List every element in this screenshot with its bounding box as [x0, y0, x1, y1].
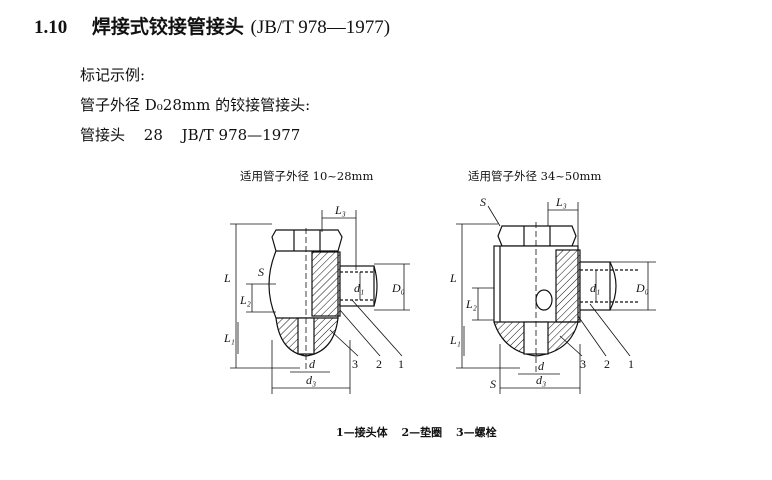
label-L1: L₁	[449, 333, 461, 347]
label-d: d	[309, 357, 316, 371]
section-number: 1.10	[34, 17, 68, 38]
legend-item-3: 3—螺栓	[456, 426, 497, 439]
label-D0: D₀	[391, 281, 405, 295]
section-title: 焊接式铰接管接头	[91, 16, 244, 38]
label-d1: d₁	[590, 281, 600, 295]
label-L1: L₁	[223, 331, 235, 345]
section-heading: 1.10 焊接式铰接管接头 (JB/T 978—1977)	[34, 12, 390, 39]
label-d1: d₁	[354, 281, 364, 295]
right-figure-caption: 适用管子外径 34~50mm	[468, 169, 602, 183]
section-standard: (JB/T 978—1977)	[250, 17, 391, 38]
example-mark: 管接头 28 JB/T 978—1977	[80, 124, 300, 145]
label-n1: 1	[628, 357, 634, 371]
label-L2: L₂	[465, 297, 477, 311]
label-n1: 1	[398, 357, 404, 371]
label-L3: L₃	[555, 195, 567, 209]
right-figure-labels: L L₂ L₁ L₃ S S d₁ D₀ d d₃ 3 2 1	[449, 195, 649, 391]
label-d: d	[538, 359, 545, 373]
label-d3: d₃	[306, 373, 316, 387]
label-S: S	[258, 265, 264, 279]
left-fitting-drawing	[230, 210, 410, 394]
example-description: 管子外径 D₀28mm 的铰接管接头:	[80, 96, 311, 114]
legend-item-1: 1—接头体	[336, 426, 388, 439]
example-label: 标记示例:	[80, 66, 146, 84]
legend-item-2: 2—垫圈	[401, 426, 443, 439]
label-D0: D₀	[635, 281, 649, 295]
mark-size: 28	[143, 126, 163, 144]
label-L2: L₂	[239, 293, 251, 307]
label-d3: d₃	[536, 373, 546, 387]
label-L: L	[449, 271, 457, 285]
label-n3: 3	[580, 357, 586, 371]
left-figure-labels: L L₂ L₁ L₃ S d₁ D₀ d d₃ 3 2 1	[223, 203, 405, 387]
left-figure-caption: 适用管子外径 10~28mm	[240, 169, 374, 183]
label-n3: 3	[352, 357, 358, 371]
mark-name: 管接头	[80, 126, 126, 144]
right-fitting-drawing	[456, 202, 656, 394]
mark-standard: JB/T 978—1977	[181, 126, 301, 144]
label-L: L	[223, 271, 231, 285]
label-L3: L₃	[334, 203, 346, 217]
label-n2: 2	[604, 357, 610, 371]
label-S-bottom: S	[490, 377, 496, 391]
label-n2: 2	[376, 357, 382, 371]
label-S: S	[480, 195, 486, 209]
parts-legend: 1—接头体 2—垫圈 3—螺栓	[336, 424, 507, 440]
